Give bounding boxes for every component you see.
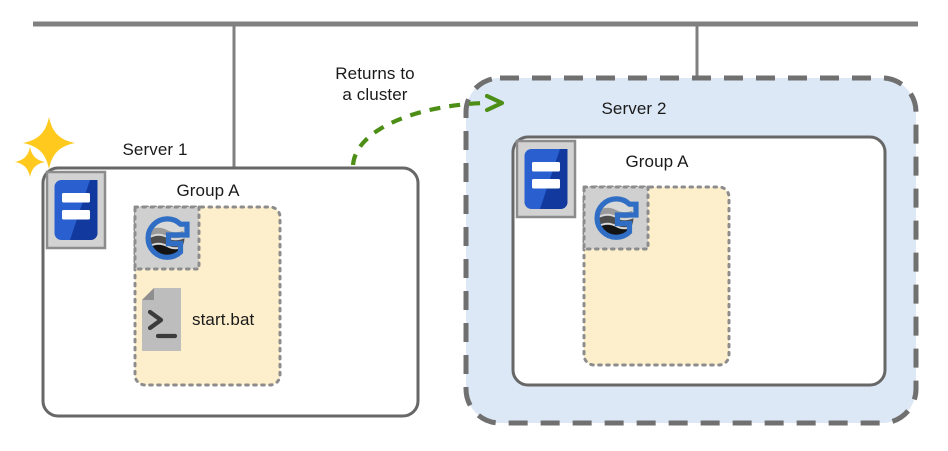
server1-appliance-icon	[45, 170, 107, 250]
server2-appliance-icon	[515, 139, 577, 219]
arrow-annotation-line-1: Returns to	[335, 64, 415, 83]
returns-to-cluster-arrow	[350, 93, 505, 166]
sparkle-small-icon	[14, 146, 46, 178]
server2-label: Server 2	[601, 99, 667, 118]
server1-group-a-label: Group A	[176, 181, 240, 200]
server1-globe-resource	[133, 205, 201, 271]
globe-icon	[597, 199, 636, 239]
server2-globe-resource	[582, 185, 650, 251]
server2-group-a-label: Group A	[625, 152, 689, 171]
returns-to-cluster-arrow-line	[350, 100, 486, 166]
globe-icon	[148, 219, 187, 259]
server1-label: Server 1	[122, 140, 188, 159]
batch-file-label: start.bat	[192, 310, 255, 329]
arrow-annotation-line-2: a cluster	[342, 85, 408, 104]
batch-file-icon	[142, 288, 181, 351]
returns-to-cluster-arrowhead	[484, 93, 505, 113]
